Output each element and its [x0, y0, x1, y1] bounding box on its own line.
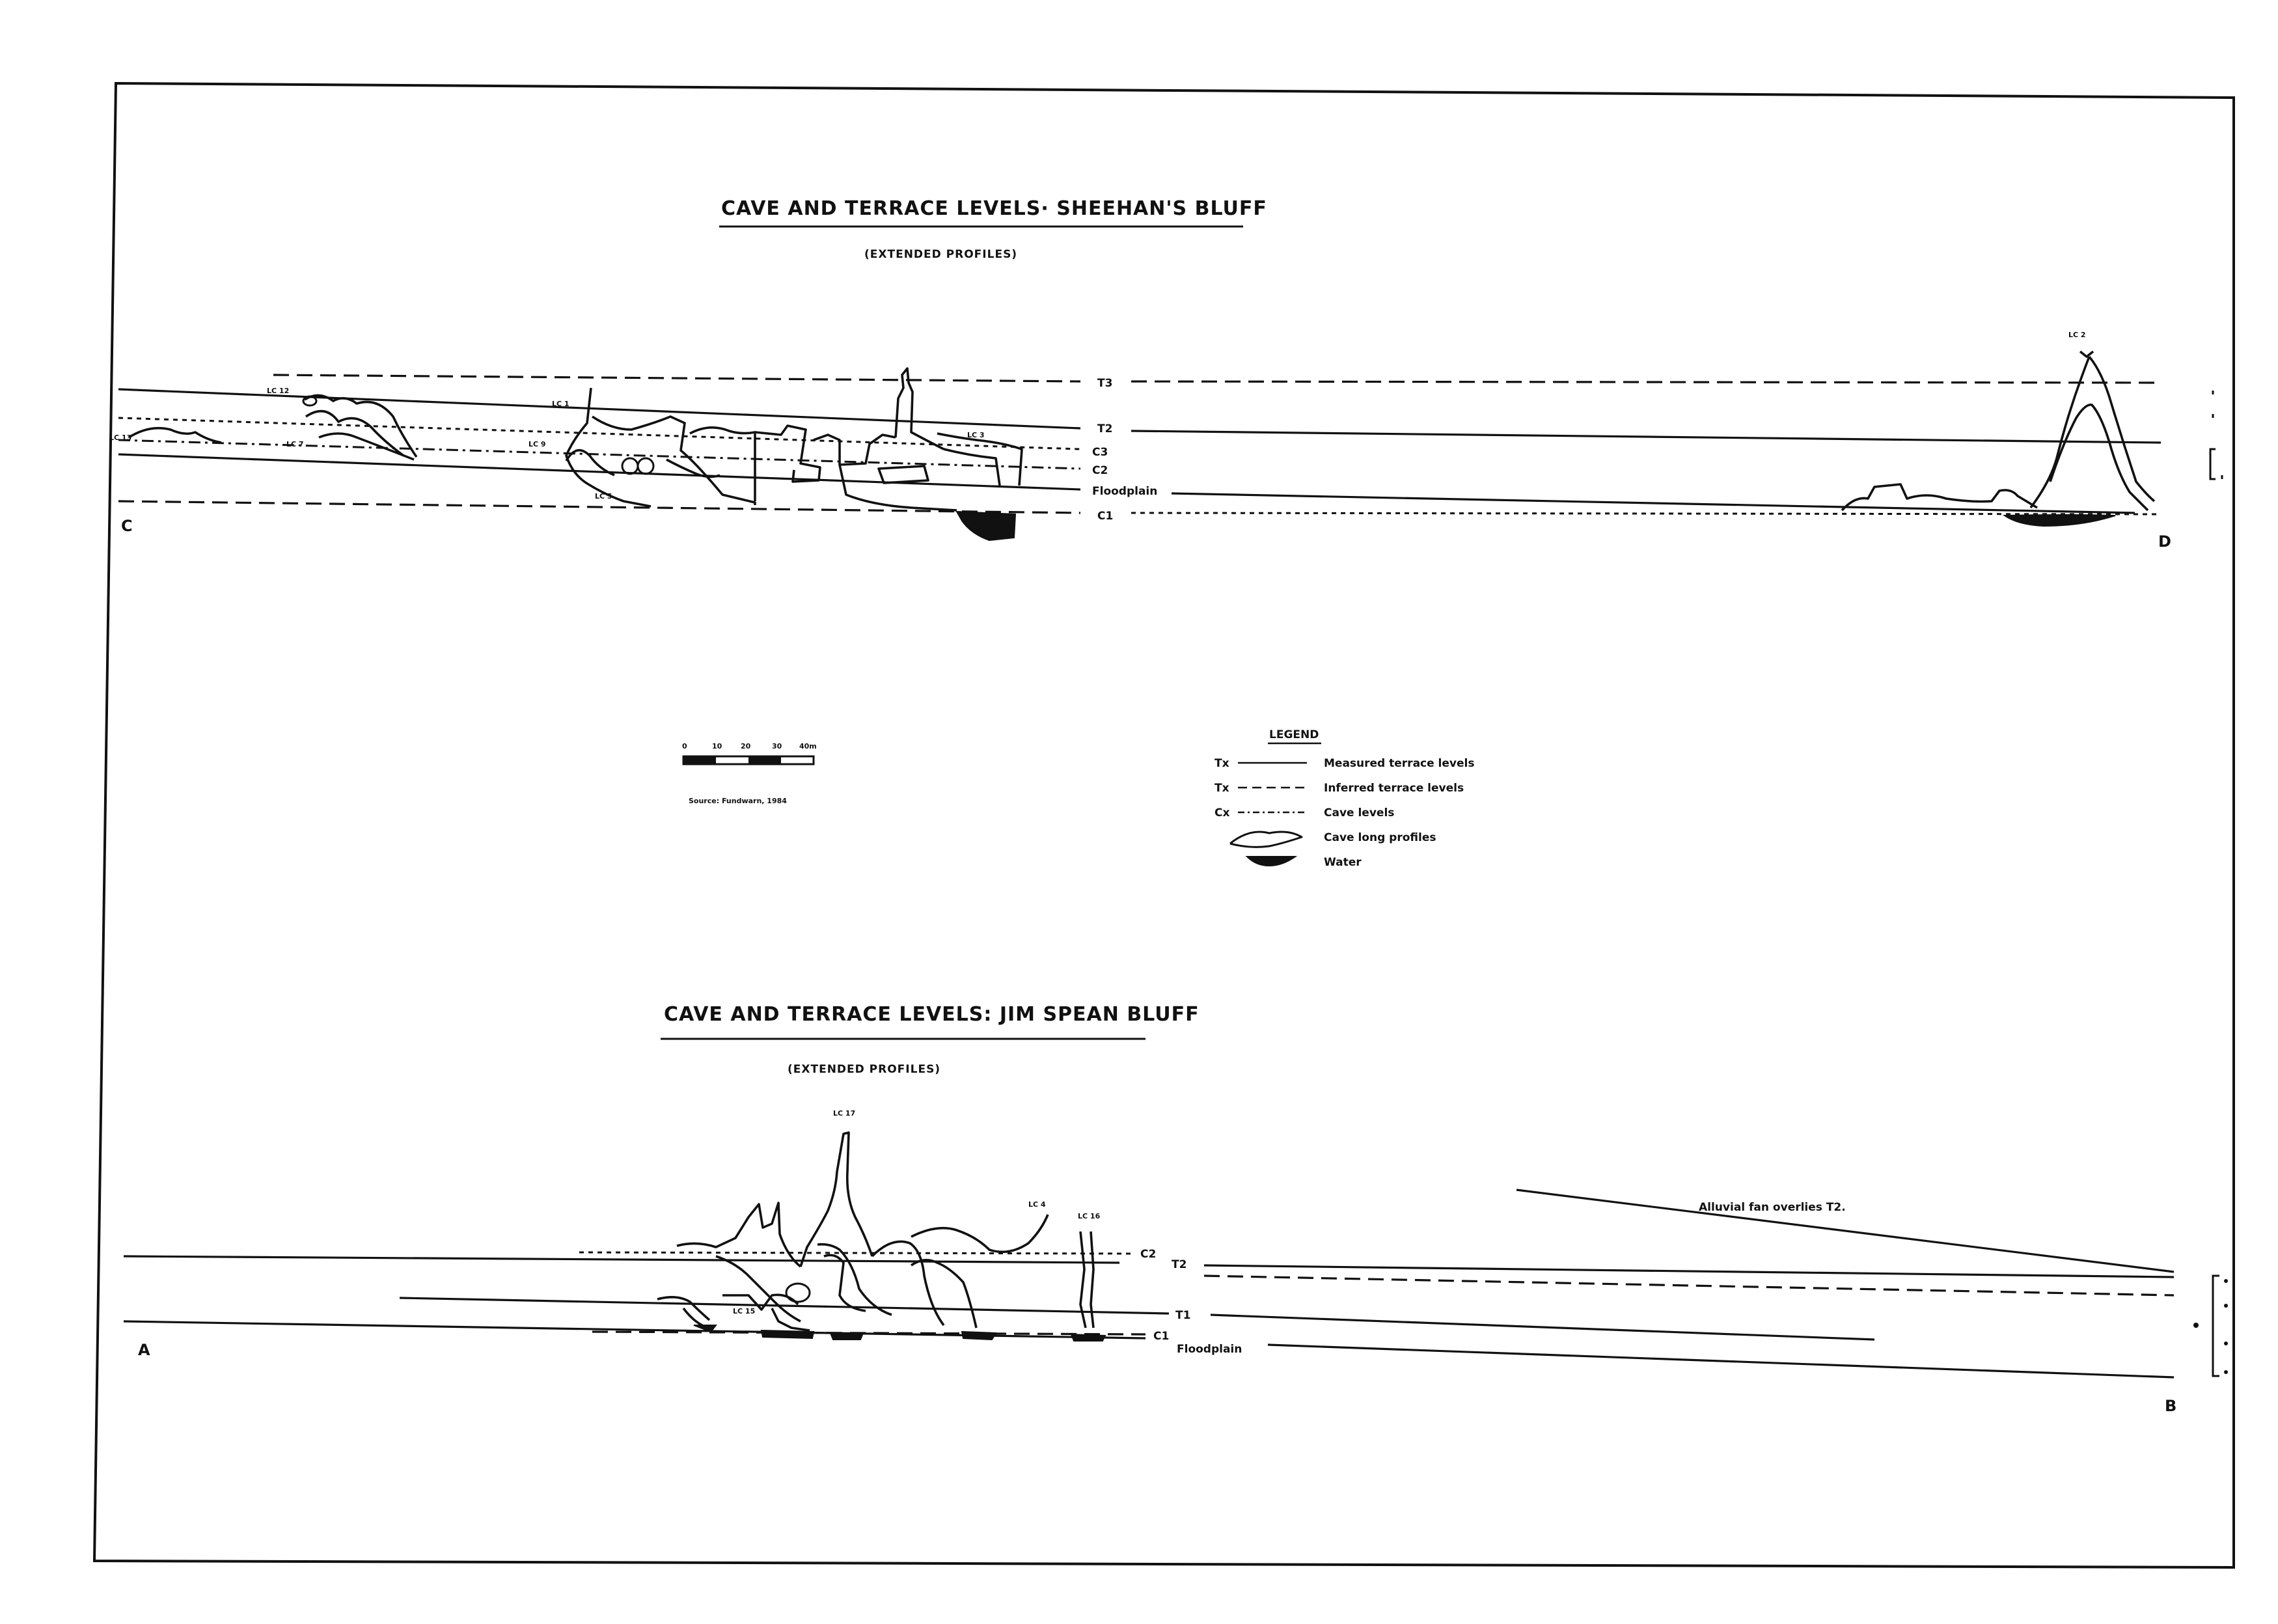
water-pool-bottom-4 [961, 1330, 997, 1341]
level-c3-line [118, 417, 1081, 450]
sheehans-subtitle: (EXTENDED PROFILES) [864, 248, 1017, 261]
right-edge-scale-bottom [2193, 1274, 2228, 1377]
level-t2-label: T2 [1172, 1258, 1187, 1271]
profile-end-d: D [2158, 532, 2171, 551]
level-t1-line-right [1210, 1314, 1875, 1341]
cave-profiles-right [1841, 350, 2156, 527]
cave-label-lc12: LC 12 [267, 387, 289, 395]
legend-label-3: Cave long profiles [1324, 831, 1436, 844]
level-t3-line [273, 374, 1081, 383]
profile-end-c: C [121, 517, 133, 535]
scale-tick-20: 20 [741, 742, 751, 750]
alluvial-fan-line [1516, 1189, 2175, 1273]
legend-symbol-2: Cx [1214, 806, 1229, 819]
level-t3-line-right [1131, 380, 2161, 384]
water-pool-top-left [955, 510, 1017, 542]
cave-label-lc17: LC 17 [833, 1109, 855, 1118]
inferred-terrace-right [1203, 1274, 2175, 1297]
sheehans-bluff-profile: CAVE AND TERRACE LEVELS· SHEEHAN'S BLUFF… [109, 197, 2223, 551]
legend-symbol-0: Tx [1214, 757, 1229, 770]
legend-label-2: Cave levels [1324, 806, 1394, 819]
cave-label-lc1: LC 1 [552, 400, 570, 408]
scale-tick-30: 30 [772, 742, 782, 750]
level-c3-label: C3 [1092, 446, 1108, 459]
level-c1-line-right [1131, 512, 2161, 516]
floodplain-line-right [1267, 1343, 2175, 1379]
cave-profiles-left [128, 367, 1023, 542]
cave-label-lc3: LC 3 [967, 431, 985, 439]
legend: LEGEND Tx Measured terrace levels Tx Inf… [1214, 728, 1474, 869]
cave-profiles-bottom [657, 1131, 1106, 1342]
jim-spean-title: CAVE AND TERRACE LEVELS: JIM SPEAN BLUFF [664, 1003, 1200, 1026]
cave-label-lc13: LC 13 [109, 434, 131, 442]
level-c2-label: C2 [1092, 464, 1108, 477]
legend-title: LEGEND [1269, 728, 1319, 741]
upper-terrace-solid [118, 388, 1081, 430]
jim-spean-bluff-profile: CAVE AND TERRACE LEVELS: JIM SPEAN BLUFF… [123, 1003, 2228, 1415]
scale-tick-40m: 40m [799, 742, 817, 750]
legend-label-1: Inferred terrace levels [1324, 782, 1464, 795]
water-pool-bottom-1 [693, 1325, 718, 1333]
level-c1-label: C1 [1153, 1330, 1169, 1343]
legend-symbol-1: Tx [1214, 782, 1229, 795]
profile-end-b: B [2165, 1397, 2176, 1415]
terrace-mid-solid [399, 1297, 1170, 1315]
level-c2-line [118, 439, 1081, 470]
cave-label-lc7: LC 7 [286, 440, 304, 448]
level-t1-label: T1 [1175, 1309, 1190, 1322]
scale-tick-0: 0 [682, 742, 687, 750]
terrace-upper-solid [123, 1255, 1120, 1264]
level-t2-label: T2 [1097, 422, 1112, 435]
level-t2-line-right [1203, 1264, 2175, 1278]
level-c1-label: C1 [1097, 510, 1113, 523]
floodplain-line-right [1171, 492, 2135, 514]
legend-cave-profile-symbol [1229, 831, 1303, 848]
water-pool-bottom-5 [1070, 1333, 1106, 1342]
alluvial-fan-annotation: Alluvial fan overlies T2. [1699, 1201, 1846, 1214]
cave-label-lc2: LC 2 [2068, 331, 2086, 339]
lower-terrace-solid [118, 453, 1081, 491]
cave-label-lc16: LC 16 [1078, 1212, 1101, 1220]
right-edge-scale-top [2209, 391, 2223, 480]
level-c1-line [118, 500, 1081, 514]
scale-bar: 0 10 20 30 40m Source: Fundwarn, 1984 [682, 742, 817, 805]
level-t2-line-right [1131, 430, 2161, 444]
legend-label-0: Measured terrace levels [1324, 757, 1474, 770]
page-frame [92, 81, 2235, 1569]
level-c2-line [579, 1251, 1133, 1255]
cave-label-lc15: LC 15 [733, 1307, 755, 1315]
sheehans-title: CAVE AND TERRACE LEVELS· SHEEHAN'S BLUFF [721, 197, 1267, 220]
cave-label-lc4: LC 4 [1028, 1200, 1046, 1209]
floodplain-label: Floodplain [1092, 485, 1157, 498]
cave-label-lc9: LC 9 [528, 440, 546, 448]
water-pool-top-right [2002, 514, 2116, 527]
scale-tick-10: 10 [712, 742, 722, 750]
level-c2-label: C2 [1140, 1248, 1156, 1261]
floodplain-label: Floodplain [1177, 1343, 1242, 1356]
scale-source: Source: Fundwarn, 1984 [689, 797, 787, 805]
water-pool-bottom-2 [760, 1329, 815, 1340]
legend-label-4: Water [1324, 856, 1362, 869]
water-pool-bottom-3 [829, 1332, 864, 1340]
profile-end-a: A [138, 1341, 150, 1359]
jim-spean-subtitle: (EXTENDED PROFILES) [788, 1063, 940, 1076]
level-t3-label: T3 [1097, 377, 1112, 390]
legend-water-symbol [1245, 856, 1298, 867]
